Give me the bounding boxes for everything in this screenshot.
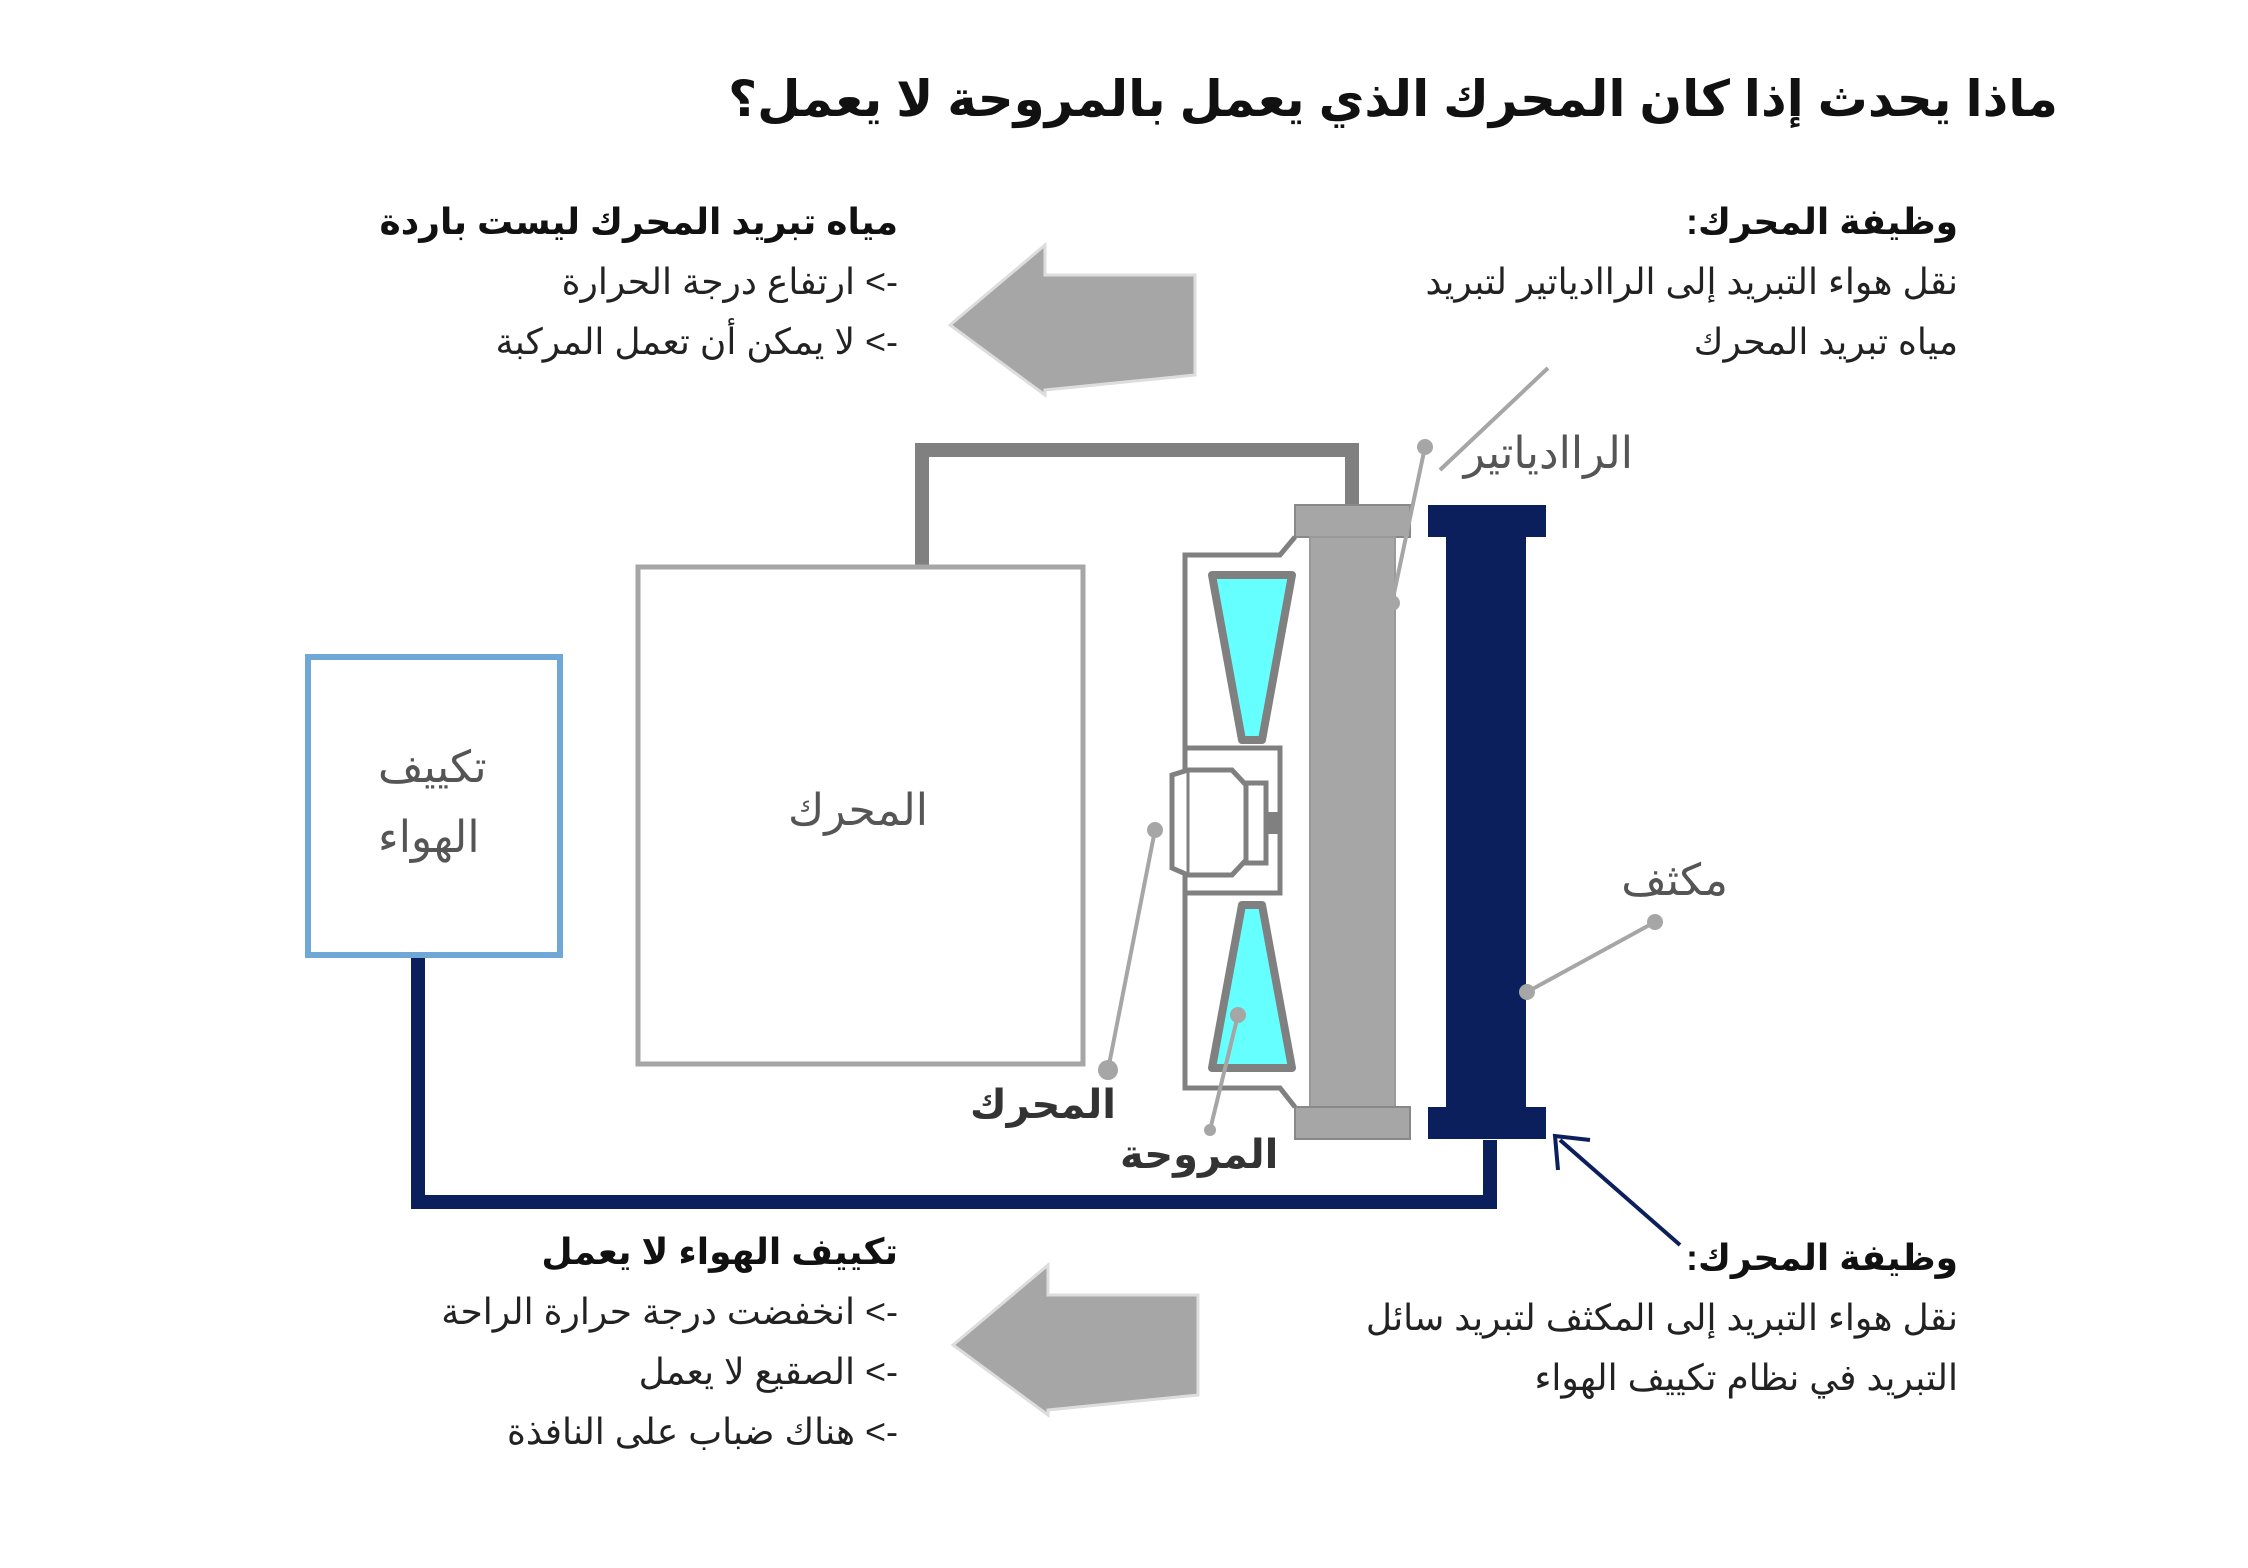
ac-effect-line: -> انخفضت درجة حرارة الراحة bbox=[441, 1291, 898, 1332]
condenser-function-line: التبريد في نظام تكييف الهواء bbox=[1534, 1357, 1959, 1398]
engine-effect-block: مياه تبريد المحرك ليست باردة -> ارتفاع د… bbox=[380, 192, 898, 372]
fan-blade-top bbox=[1208, 571, 1296, 744]
engine-effect-line: -> ارتفاع درجة الحرارة bbox=[561, 261, 898, 302]
ac-effect-arrow bbox=[950, 1261, 1200, 1418]
fan-motor-leader bbox=[1106, 829, 1157, 1071]
ac-effect-line: -> الصقيع لا يعمل bbox=[638, 1351, 898, 1392]
engine-effect-line: -> لا يمكن أن تعمل المركبة bbox=[495, 321, 898, 362]
radiator-label: الراادياتير bbox=[1463, 429, 1633, 478]
page-title: ماذا يحدث إذا كان المحرك الذي يعمل بالمر… bbox=[728, 71, 2058, 127]
condenser-label: مكثف bbox=[1621, 856, 1728, 905]
radiator-core bbox=[1309, 536, 1396, 1108]
fan-leader bbox=[1208, 1014, 1240, 1131]
fan-motor-cap bbox=[1243, 780, 1269, 866]
ac-effect-heading: تكييف الهواء لا يعمل bbox=[541, 1231, 898, 1272]
refrigerant-line bbox=[411, 955, 1497, 1209]
condenser-leader bbox=[1526, 920, 1656, 994]
condenser-bottom-cap bbox=[1428, 1107, 1546, 1139]
engine-label: المحرك bbox=[788, 786, 929, 835]
ac-label-line1: تكييف bbox=[378, 743, 487, 792]
coolant-pipe bbox=[915, 443, 1359, 565]
engine-effect-arrow bbox=[947, 241, 1197, 398]
fan-blade-bottom bbox=[1208, 901, 1296, 1072]
ac-effect-block: تكييف الهواء لا يعمل -> انخفضت درجة حرار… bbox=[441, 1222, 898, 1462]
radiator-function-line: نقل هواء التبريد إلى الراادياتير لتبريد bbox=[1425, 261, 1958, 302]
engine-box bbox=[635, 564, 1086, 1067]
radiator-function-line: مياه تبريد المحرك bbox=[1693, 321, 1958, 362]
fan-motor-label: المحرك bbox=[970, 1083, 1116, 1127]
ac-label-line2: الهواء bbox=[378, 813, 480, 862]
radiator-leader bbox=[1390, 446, 1427, 604]
radiator-function-leader bbox=[1438, 366, 1550, 472]
condenser-function-heading: وظيفة المحرك: bbox=[1685, 1237, 1958, 1278]
radiator-function-heading: وظيفة المحرك: bbox=[1685, 201, 1958, 242]
air-conditioning-box bbox=[305, 654, 563, 958]
condenser-function-block: وظيفة المحرك: نقل هواء التبريد إلى المكث… bbox=[1366, 1228, 1958, 1408]
condenser-function-arrow bbox=[1558, 1138, 1682, 1247]
fan-motor bbox=[1169, 767, 1249, 878]
condenser-function-line: نقل هواء التبريد إلى المكثف لتبريد سائل bbox=[1365, 1297, 1958, 1338]
condenser-top-cap bbox=[1428, 505, 1546, 537]
condenser-core bbox=[1446, 537, 1526, 1107]
ac-effect-line: -> هناك ضباب على النافذة bbox=[507, 1411, 898, 1452]
radiator-function-block: وظيفة المحرك: نقل هواء التبريد إلى الراا… bbox=[1425, 192, 1958, 372]
radiator-top-cap bbox=[1294, 504, 1411, 538]
radiator-bottom-cap bbox=[1294, 1106, 1411, 1140]
fan-label: المروحة bbox=[1120, 1133, 1279, 1177]
fan-motor-shaft bbox=[1266, 812, 1280, 834]
engine-effect-heading: مياه تبريد المحرك ليست باردة bbox=[379, 201, 898, 242]
